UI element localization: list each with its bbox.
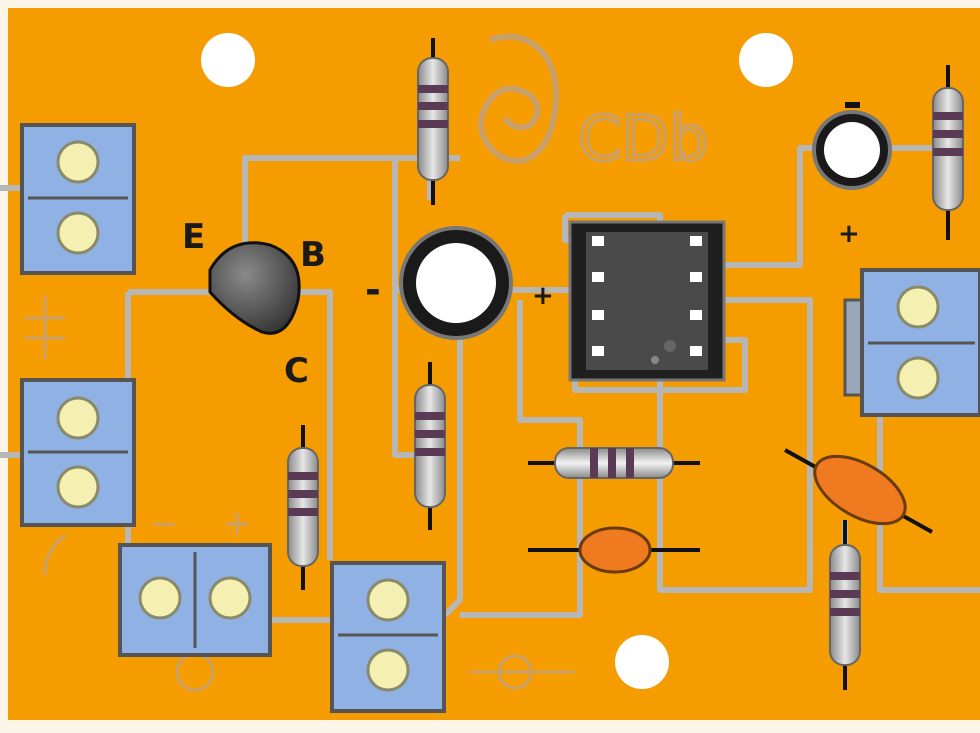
resistor-bottom-right [829,520,861,690]
mounting-hole [739,33,793,87]
terminal-block-bottom-horizontal [118,543,272,657]
mounting-holes [201,33,793,689]
terminal-block-bottom-center [330,561,446,713]
silkscreen-marks [25,295,575,692]
screw-terminal [366,648,410,692]
led-plus-label: + [838,219,860,249]
screw-terminal [208,576,252,620]
transistor-base-label: B [300,235,326,275]
resistor-top-center [417,38,449,205]
resistor-horizontal-center [528,447,700,479]
led [812,102,892,190]
ic-8-pin [568,220,726,382]
screw-terminal [138,576,182,620]
terminal-block-right [843,268,980,417]
screw-terminal [896,356,940,400]
silk-arc [43,533,66,576]
film-capacitor-right [784,448,933,534]
trace [300,289,333,560]
resistor-left-center [287,425,319,590]
film-capacitor-bottom [528,526,700,574]
transistor-emitter-label: E [182,217,205,257]
terminal-block-top-left [20,123,136,275]
logo-symbol [478,33,559,164]
logo-text: CDb [578,102,708,175]
trace [442,320,463,618]
terminal-plus-label: + [222,503,252,544]
cap-minus-label: - [365,268,381,312]
trace [242,155,415,245]
trace [657,297,813,593]
mounting-hole [615,635,669,689]
mounting-hole [201,33,255,87]
resistor-top-right [932,65,964,240]
terminal-block-mid-left [20,378,136,527]
trace [460,300,583,618]
screw-terminal [56,140,100,184]
cdb-logo: CDb [478,33,710,177]
screw-terminal [56,465,100,509]
screw-terminal [56,396,100,440]
terminal-minus-label: − [150,504,179,544]
trace [877,410,980,593]
electrolytic-capacitor [399,226,513,340]
screw-terminal [366,578,410,622]
transistor [208,241,301,335]
transistor-collector-label: C [284,351,309,391]
cap-plus-label: + [532,281,554,311]
resistor-center [414,362,446,530]
battery-symbol [25,295,65,360]
screw-terminal [896,285,940,329]
screw-terminal [56,211,100,255]
